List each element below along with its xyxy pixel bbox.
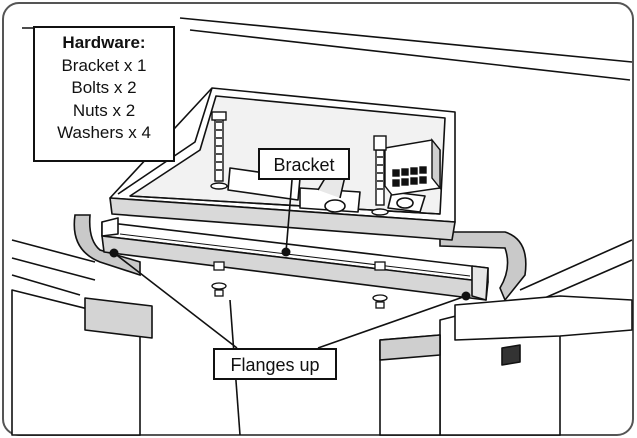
terminal-block [384, 138, 441, 196]
flanges-up-label: Flanges up [213, 348, 337, 380]
bolt-right [371, 135, 389, 216]
bolt-left [210, 111, 228, 190]
nuts-washers [211, 261, 388, 309]
hardware-title: Hardware: [62, 33, 146, 52]
hardware-list: Hardware: Bracket x 1 Bolts x 2 Nuts x 2… [33, 26, 175, 162]
hardware-item-washers: Washers x 4 [57, 123, 151, 142]
callout-leaders [113, 179, 467, 349]
cabinet-base [11, 289, 633, 436]
bracket-label: Bracket [258, 148, 350, 180]
hardware-item-bolts: Bolts x 2 [71, 78, 137, 97]
bracket-bar [101, 217, 489, 301]
callout-dots [109, 247, 471, 301]
hardware-item-nuts: Nuts x 2 [72, 100, 136, 120]
hardware-item-bracket: Bracket x 1 [61, 55, 147, 75]
